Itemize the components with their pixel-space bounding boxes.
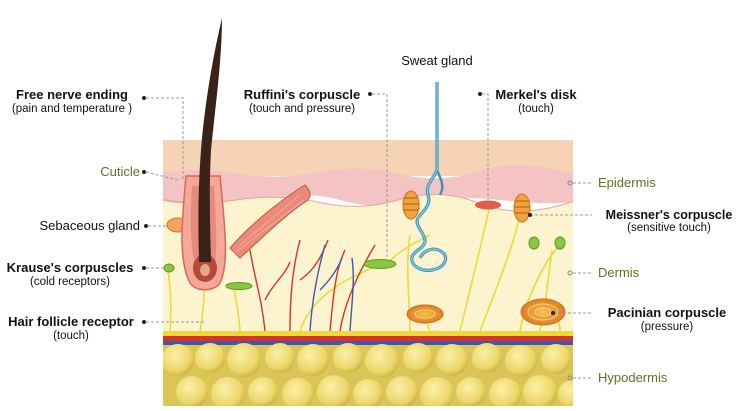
label-sweat-gland: Sweat gland xyxy=(392,53,482,69)
pacinian-title: Pacinian corpuscle xyxy=(607,305,727,320)
label-cuticle: Cuticle xyxy=(60,164,140,180)
hypodermis-layer xyxy=(163,343,573,406)
epidermis-layer xyxy=(162,140,574,213)
arrector-pili-muscle xyxy=(229,184,311,259)
label-free-nerve-ending: Free nerve ending (pain and temperature … xyxy=(5,87,139,116)
label-sebaceous: Sebaceous gland xyxy=(10,218,140,234)
hypodermis-title: Hypodermis xyxy=(598,370,668,385)
epidermis-title: Epidermis xyxy=(598,175,656,190)
sweat-gland-highlight xyxy=(411,82,447,271)
label-hair-follicle: Hair follicle receptor (touch) xyxy=(0,314,142,343)
free-nerve-title: Free nerve ending xyxy=(16,87,128,102)
sweat-title: Sweat gland xyxy=(401,53,473,68)
meissner-corpuscles xyxy=(402,190,531,223)
leader-lines xyxy=(145,93,592,379)
pacinian-sub: (pressure) xyxy=(640,320,694,333)
hair-shaft xyxy=(198,18,222,262)
leader-dots xyxy=(142,92,555,324)
cuticle-title: Cuticle xyxy=(100,164,140,179)
capillaries xyxy=(249,239,376,332)
label-pacinian: Pacinian corpuscle (pressure) xyxy=(598,305,736,334)
label-merkel: Merkel's disk (touch) xyxy=(486,87,586,116)
layer-dots xyxy=(567,180,573,381)
pacinian-corpuscles xyxy=(406,298,566,326)
hair-follicle-title: Hair follicle receptor xyxy=(8,314,134,329)
merkel-sub: (touch) xyxy=(518,102,554,115)
label-meissner: Meissner's corpuscle (sensitive touch) xyxy=(598,208,740,236)
merkel-disk-shape xyxy=(475,200,501,210)
label-hypodermis: Hypodermis xyxy=(598,370,668,386)
dermis-title: Dermis xyxy=(598,265,640,280)
ruffini-title: Ruffini's corpuscle xyxy=(243,87,361,102)
merkel-title: Merkel's disk xyxy=(495,87,577,102)
meissner-sub: (sensitive touch) xyxy=(627,222,711,235)
ruffini-sub: (touch and pressure) xyxy=(248,102,356,115)
label-krause: Krause's corpuscles (cold receptors) xyxy=(0,260,140,289)
label-dermis: Dermis xyxy=(598,265,640,281)
hair-follicle-sub: (touch) xyxy=(53,329,89,342)
green-corpuscles xyxy=(163,236,566,290)
krause-title: Krause's corpuscles xyxy=(6,260,134,275)
label-epidermis: Epidermis xyxy=(598,175,656,191)
label-ruffini: Ruffini's corpuscle (touch and pressure) xyxy=(236,87,368,116)
free-nerve-sub: (pain and temperature ) xyxy=(11,102,133,115)
blood-vessels xyxy=(163,331,573,345)
krause-sub: (cold receptors) xyxy=(30,275,110,288)
meissner-title: Meissner's corpuscle xyxy=(605,208,733,222)
sebaceous-title: Sebaceous gland xyxy=(39,218,140,233)
